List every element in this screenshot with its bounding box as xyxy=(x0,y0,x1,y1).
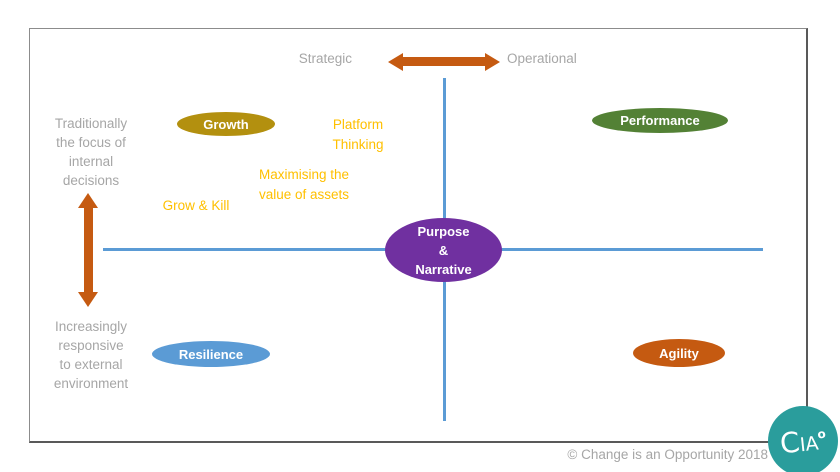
platform-thinking-note: Platform Thinking xyxy=(308,115,408,155)
external-responsive-text: Increasingly responsive to external envi… xyxy=(28,317,154,393)
purpose-narrative-line: Narrative xyxy=(415,261,472,277)
performance-ellipse: Performance xyxy=(592,108,728,133)
maximising-assets-line: Maximising the xyxy=(258,167,350,182)
grow-and-kill-note: Grow & Kill xyxy=(162,198,230,213)
internal-focus-line: internal xyxy=(68,154,114,169)
arrow-top-head-icon xyxy=(78,193,98,208)
external-responsive-line: to external xyxy=(59,357,123,372)
maximising-assets-line: value of assets xyxy=(258,187,350,202)
external-responsive-line: responsive xyxy=(58,338,124,353)
internal-focus-text: Traditionally the focus of internal deci… xyxy=(28,114,154,190)
ciao-logo: CIAo xyxy=(768,406,838,472)
external-responsive-line: Increasingly xyxy=(54,319,128,334)
internal-focus-line: decisions xyxy=(62,173,120,188)
agility-ellipse: Agility xyxy=(633,339,725,367)
internal-focus-line: the focus of xyxy=(56,135,126,150)
growth-ellipse: Growth xyxy=(177,112,275,136)
arrow-bottom-head-icon xyxy=(78,292,98,307)
logo-letter: C xyxy=(778,424,802,460)
arrow-shaft xyxy=(403,57,485,66)
platform-thinking-line: Platform xyxy=(332,117,384,132)
purpose-narrative-line: Purpose xyxy=(417,223,470,239)
internal-external-arrow-icon xyxy=(78,193,98,307)
strategic-operational-arrow-icon xyxy=(388,52,500,71)
resilience-ellipse: Resilience xyxy=(152,341,270,367)
strategic-label: Strategic xyxy=(298,51,352,66)
ciao-logo-text: CIAo xyxy=(778,422,828,460)
maximising-assets-note: Maximising the value of assets xyxy=(248,165,360,205)
internal-focus-line: Traditionally xyxy=(54,116,128,131)
arrow-shaft xyxy=(83,208,93,292)
arrow-left-head-icon xyxy=(388,52,403,71)
purpose-narrative-ellipse: Purpose & Narrative xyxy=(385,218,502,282)
operational-label: Operational xyxy=(507,51,577,66)
external-responsive-line: environment xyxy=(53,376,129,391)
copyright-text: © Change is an Opportunity 2018 xyxy=(567,447,768,462)
purpose-narrative-line: & xyxy=(438,242,449,258)
logo-letter: o xyxy=(816,426,827,441)
arrow-right-head-icon xyxy=(485,52,500,71)
platform-thinking-line: Thinking xyxy=(332,137,384,152)
